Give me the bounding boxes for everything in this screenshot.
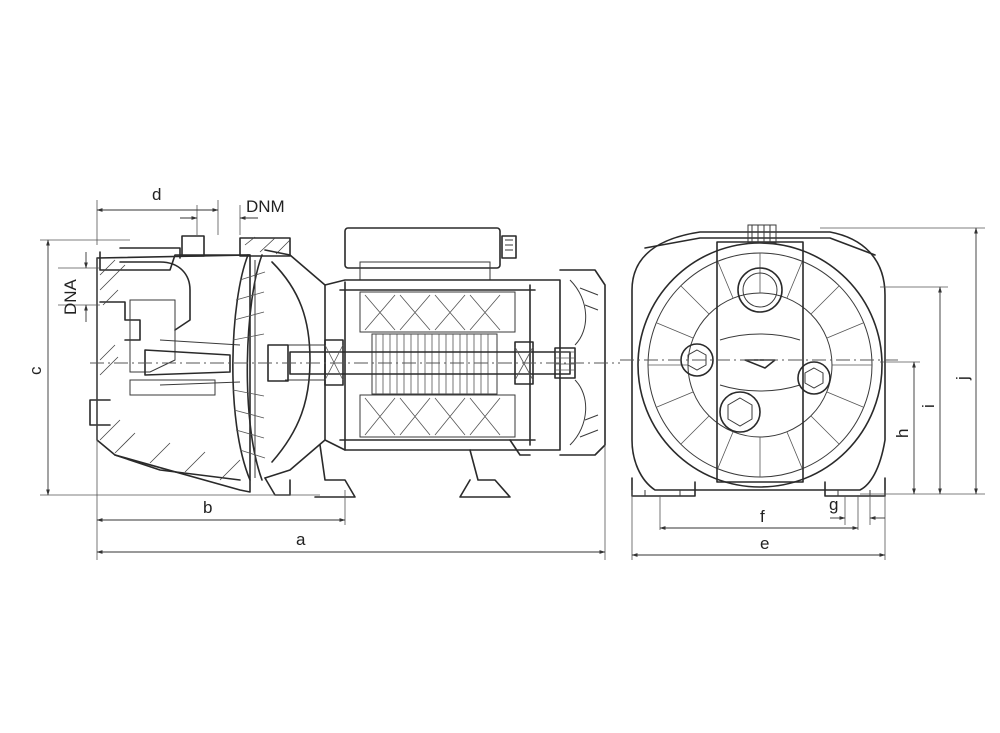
label-a: a <box>296 530 306 549</box>
motor <box>289 227 606 498</box>
label-dna: DNA <box>61 278 80 315</box>
casing-hatching <box>99 236 291 481</box>
front-view <box>620 224 900 497</box>
label-g: g <box>829 495 838 514</box>
label-j: j <box>953 376 972 381</box>
stator-windings <box>359 291 516 438</box>
front-bolts <box>680 343 831 433</box>
side-view <box>89 227 620 498</box>
impeller-assembly <box>232 249 326 496</box>
label-dnm: DNM <box>246 197 285 216</box>
label-f: f <box>760 507 765 526</box>
label-c: c <box>26 366 45 375</box>
label-e: e <box>760 534 769 553</box>
dimension-lines <box>40 200 985 560</box>
label-d: d <box>152 185 161 204</box>
rotor <box>371 333 498 395</box>
dimension-labels: a b c d DNM DNA e f g h i j <box>26 185 972 553</box>
label-h: h <box>893 429 912 438</box>
label-i: i <box>919 404 938 408</box>
pump-casing <box>89 235 291 493</box>
label-b: b <box>203 498 212 517</box>
front-radial-ribs <box>648 253 872 477</box>
